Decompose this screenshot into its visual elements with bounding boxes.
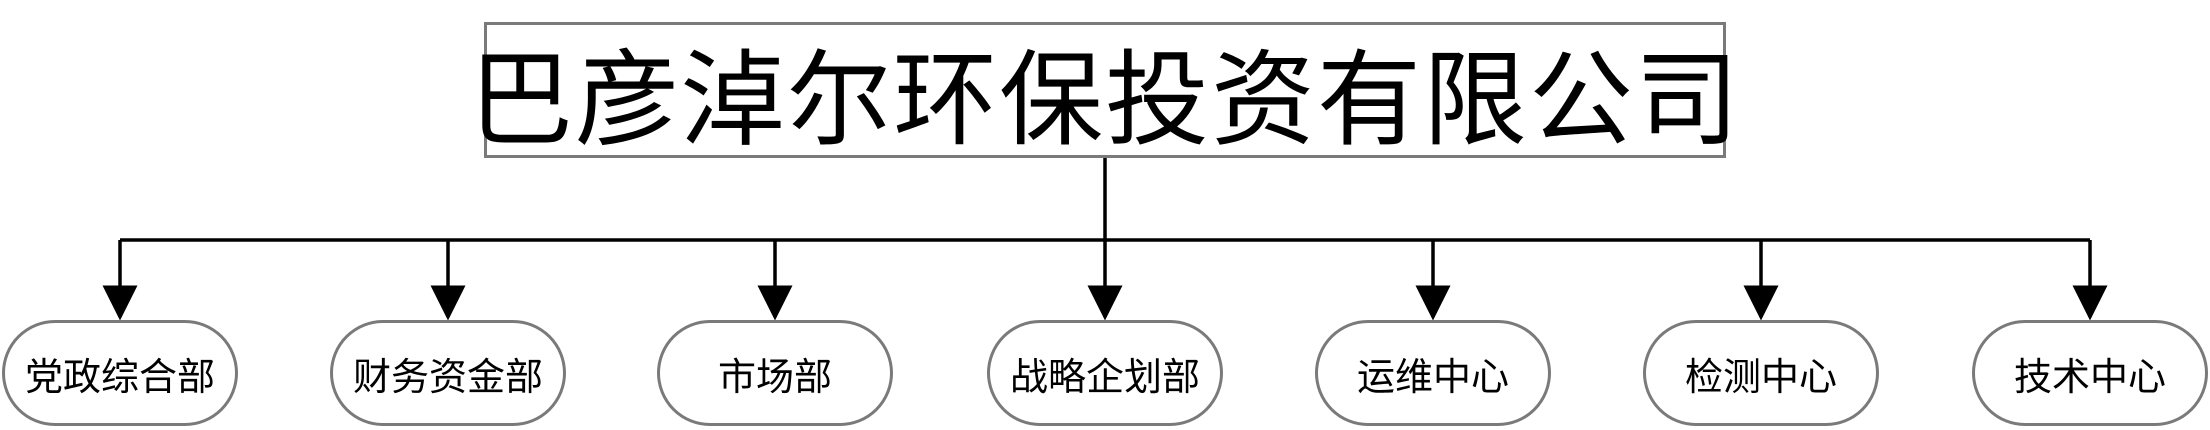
department-node: 技术中心 bbox=[1972, 320, 2208, 426]
company-root-node: 巴彦淖尔环保投资有限公司 bbox=[469, 22, 1739, 161]
department-node: 战略企划部 bbox=[987, 320, 1223, 426]
department-node: 市场部 bbox=[657, 320, 893, 426]
department-label: 检测中心 bbox=[1684, 354, 1837, 399]
department-node: 党政综合部 bbox=[2, 320, 238, 426]
department-label: 技术中心 bbox=[2013, 354, 2166, 399]
department-label: 财务资金部 bbox=[352, 354, 543, 399]
department-node: 检测中心 bbox=[1643, 320, 1879, 426]
department-label: 党政综合部 bbox=[24, 354, 215, 399]
department-label: 市场部 bbox=[717, 354, 832, 399]
department-label: 运维中心 bbox=[1356, 354, 1509, 399]
department-node: 运维中心 bbox=[1315, 320, 1551, 426]
department-label: 战略企划部 bbox=[1009, 354, 1200, 399]
company-name: 巴彦淖尔环保投资有限公司 bbox=[469, 38, 1742, 161]
department-node: 财务资金部 bbox=[330, 320, 566, 426]
